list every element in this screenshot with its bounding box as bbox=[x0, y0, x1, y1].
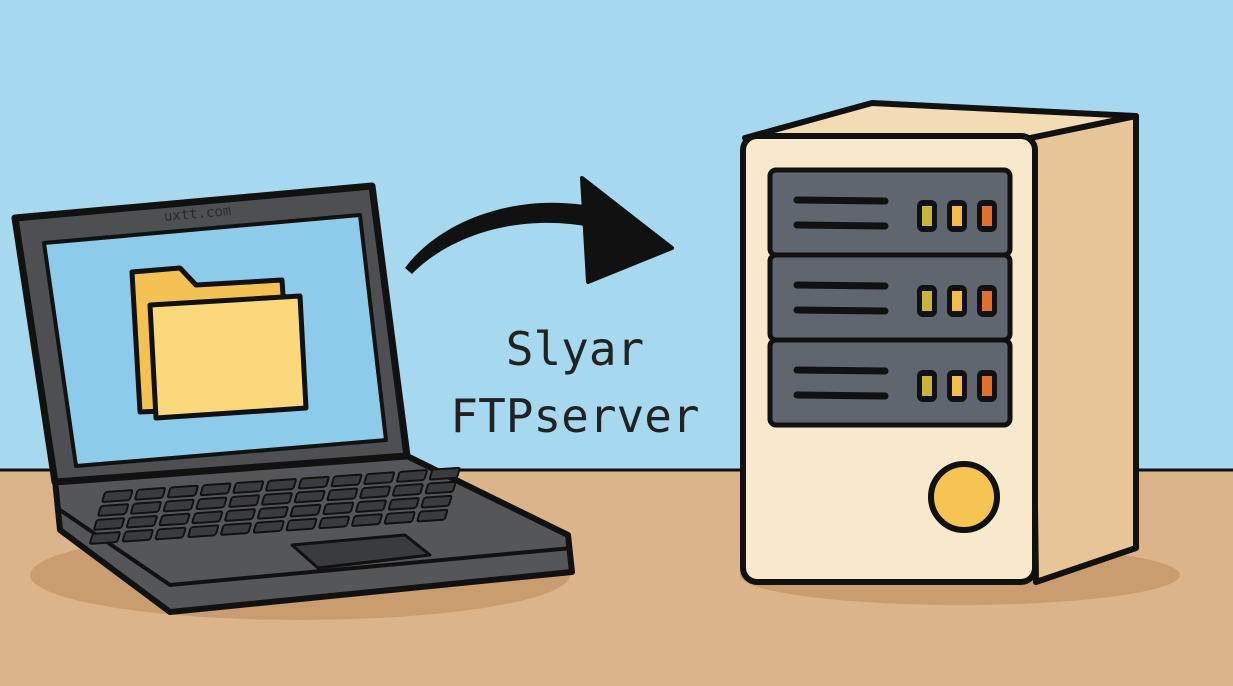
keyboard-key bbox=[134, 487, 166, 501]
arrow-right-icon bbox=[405, 176, 674, 284]
keyboard-key bbox=[126, 514, 158, 529]
keyboard-key bbox=[396, 469, 428, 483]
keyboard-key bbox=[97, 503, 130, 517]
keyboard-key bbox=[428, 466, 461, 481]
power-button bbox=[928, 461, 1000, 533]
server-rack-unit bbox=[767, 252, 1013, 343]
keyboard-key bbox=[232, 480, 265, 494]
keyboard-key bbox=[224, 508, 256, 522]
keyboard-key bbox=[359, 485, 391, 499]
keyboard-key bbox=[154, 526, 187, 541]
keyboard-key bbox=[355, 499, 387, 513]
keyboard-key bbox=[166, 484, 199, 499]
keyboard-key bbox=[89, 531, 121, 545]
keyboard-key bbox=[363, 471, 396, 485]
keyboard-key bbox=[191, 510, 224, 525]
keyboard-key bbox=[293, 489, 326, 504]
server-side bbox=[1027, 113, 1139, 585]
keyboard-key bbox=[326, 487, 359, 502]
keyboard-key bbox=[162, 498, 195, 513]
keyboard-key bbox=[285, 517, 318, 532]
keyboard-key bbox=[420, 494, 453, 509]
vent-line bbox=[793, 281, 889, 290]
keyboard-key bbox=[387, 497, 420, 511]
keyboard-key bbox=[252, 519, 285, 534]
keyboard-key bbox=[158, 512, 191, 527]
folder-front bbox=[147, 293, 309, 421]
keyboard-key bbox=[130, 500, 162, 515]
laptop-icon: uxtt.com bbox=[11, 182, 575, 620]
vent-line bbox=[793, 366, 889, 375]
keyboard-key bbox=[93, 517, 125, 531]
keyboard-key bbox=[392, 483, 424, 497]
keyboard-key bbox=[330, 473, 363, 488]
keyboard-key bbox=[265, 478, 297, 492]
keyboard-key bbox=[220, 522, 252, 536]
laptop-keyboard bbox=[89, 466, 461, 545]
vent-line bbox=[793, 306, 889, 315]
keyboard-key bbox=[199, 482, 232, 497]
laptop-bezel-label: uxtt.com bbox=[163, 203, 232, 225]
keyboard-key bbox=[195, 496, 228, 511]
vent-line bbox=[793, 221, 889, 230]
keyboard-key bbox=[121, 528, 154, 543]
caption-line-1: Slyar bbox=[506, 322, 644, 376]
server-tower-icon bbox=[740, 100, 1180, 605]
vent-line bbox=[793, 391, 889, 400]
folder-icon bbox=[129, 265, 309, 421]
vent-line bbox=[793, 196, 889, 205]
keyboard-key bbox=[256, 506, 289, 520]
server-rack-unit bbox=[767, 167, 1013, 258]
keyboard-key bbox=[322, 501, 355, 516]
server-rack-unit bbox=[767, 337, 1013, 428]
keyboard-key bbox=[351, 513, 383, 527]
keyboard-key bbox=[101, 489, 134, 503]
keyboard-key bbox=[318, 515, 351, 530]
keyboard-key bbox=[187, 524, 220, 539]
keyboard-key bbox=[261, 492, 293, 506]
keyboard-key bbox=[228, 494, 261, 508]
laptop-trackpad bbox=[290, 533, 432, 570]
keyboard-key bbox=[383, 511, 416, 525]
keyboard-key bbox=[297, 475, 330, 490]
keyboard-key bbox=[424, 480, 457, 495]
caption-line-2: FTPserver bbox=[450, 389, 699, 443]
keyboard-key bbox=[289, 503, 322, 518]
keyboard-key bbox=[416, 508, 449, 523]
